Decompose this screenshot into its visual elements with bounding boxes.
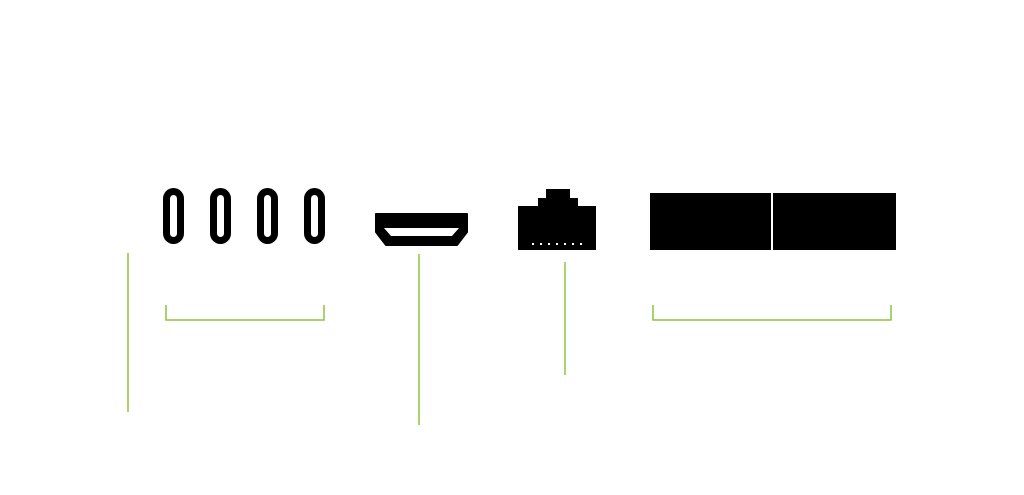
sd-card-slot-group [650,193,896,250]
usb-c-port-icon [257,188,278,244]
sd-card-slot-icon [650,193,771,250]
ethernet-pins [532,243,582,245]
usb-c-port-icon [163,188,184,244]
usb-c-port-group [163,188,325,244]
sd-card-slot-icon [773,193,896,250]
ethernet-port-icon [518,189,596,250]
callout-lines [127,253,892,425]
usb-c-port-icon [304,188,325,244]
callout-bracket-usb-c [165,305,325,321]
usb-c-port-icon [210,188,231,244]
callout-bracket-sd-card [652,305,892,321]
hdmi-port-icon [375,213,468,246]
